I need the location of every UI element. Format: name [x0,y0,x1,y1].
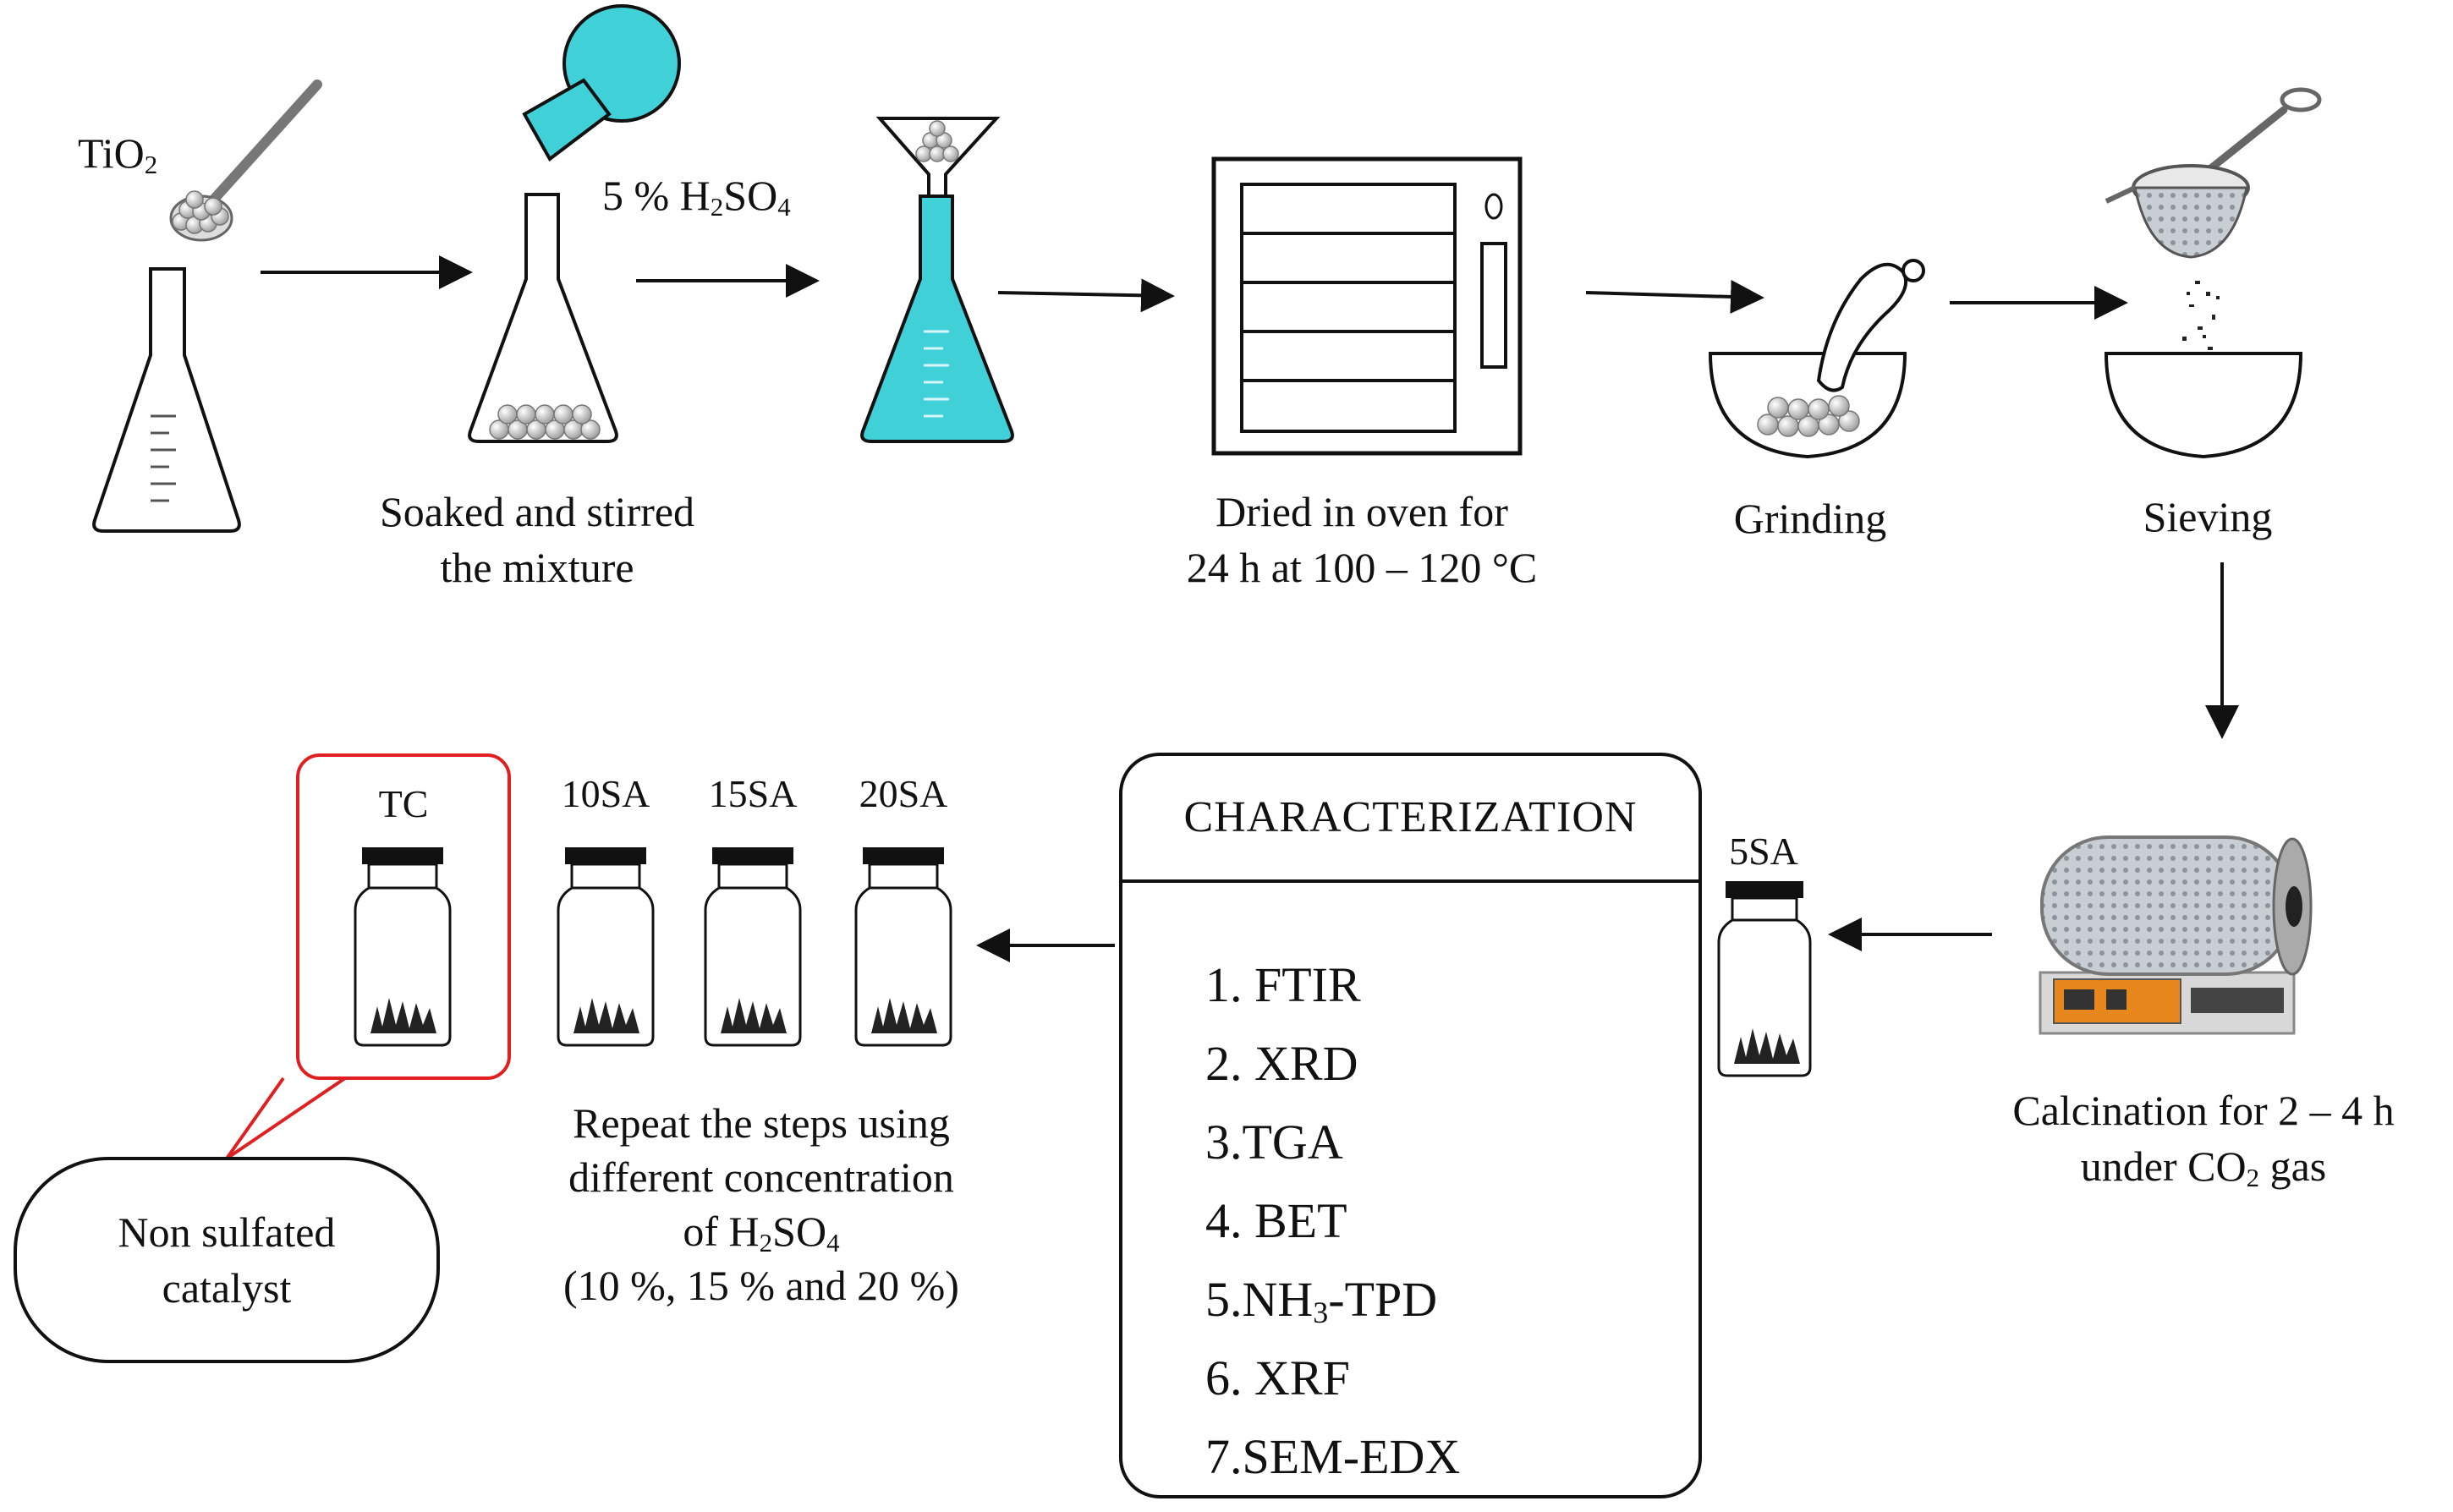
method-4: 4. BET [1205,1193,1347,1248]
mortar-pestle-icon [1708,259,1925,459]
tube-furnace-icon [2039,835,2313,1035]
flask-soaked-icon [468,193,618,443]
flask-tio2-icon [92,267,241,533]
characterization-title: CHARACTERIZATION [1183,793,1638,841]
tio2-label: TiO2 [78,129,158,179]
bottle-10sa-icon [557,847,655,1047]
callout-pointer [225,1076,347,1160]
sample-label-5sa: 5SA [1729,830,1798,873]
method-5: 5.NH3-TPD [1205,1272,1438,1329]
repeat-caption: Repeat the steps using different concent… [563,1099,959,1309]
arrow-3 [997,278,1175,313]
characterization-box [1119,753,1702,1498]
flask-acid-icon [860,117,1014,443]
bottle-5sa-icon [1717,881,1812,1077]
calcination-caption: Calcination for 2 – 4 h under CO2 gas [2012,1087,2395,1192]
sample-label-10sa: 10SA [561,772,650,815]
characterization-list: 1. FTIR 2. XRD 3.TGA 4. BET 5.NH3-TPD 6.… [1205,945,1460,1496]
spoon-icon [169,79,322,242]
bottle-tc-icon [354,847,452,1047]
sieving-caption: Sieving [2143,493,2273,540]
method-7: 7.SEM-EDX [1205,1429,1461,1484]
method-6: 6. XRF [1205,1350,1350,1405]
method-3: 3.TGA [1205,1115,1343,1170]
sample-label-tc: TC [378,782,429,825]
method-2: 2. XRD [1205,1036,1358,1091]
sample-label-20sa: 20SA [859,772,948,815]
sieve-icon [2105,87,2322,259]
wash-bottle-icon [522,4,681,162]
method-1: 1. FTIR [1205,957,1361,1012]
sample-label-15sa: 15SA [708,772,798,815]
sieving-bowl-icon [2104,352,2303,459]
non-sulfated-callout [14,1157,440,1363]
bottle-20sa-icon [854,847,952,1047]
acid-label: 5 % H2SO4 [602,172,791,222]
bottle-15sa-icon [704,847,802,1047]
grinding-caption: Grinding [1733,495,1887,542]
tc-highlight-box [296,753,511,1080]
oven-icon [1211,156,1523,456]
arrow-4 [1585,279,1764,314]
